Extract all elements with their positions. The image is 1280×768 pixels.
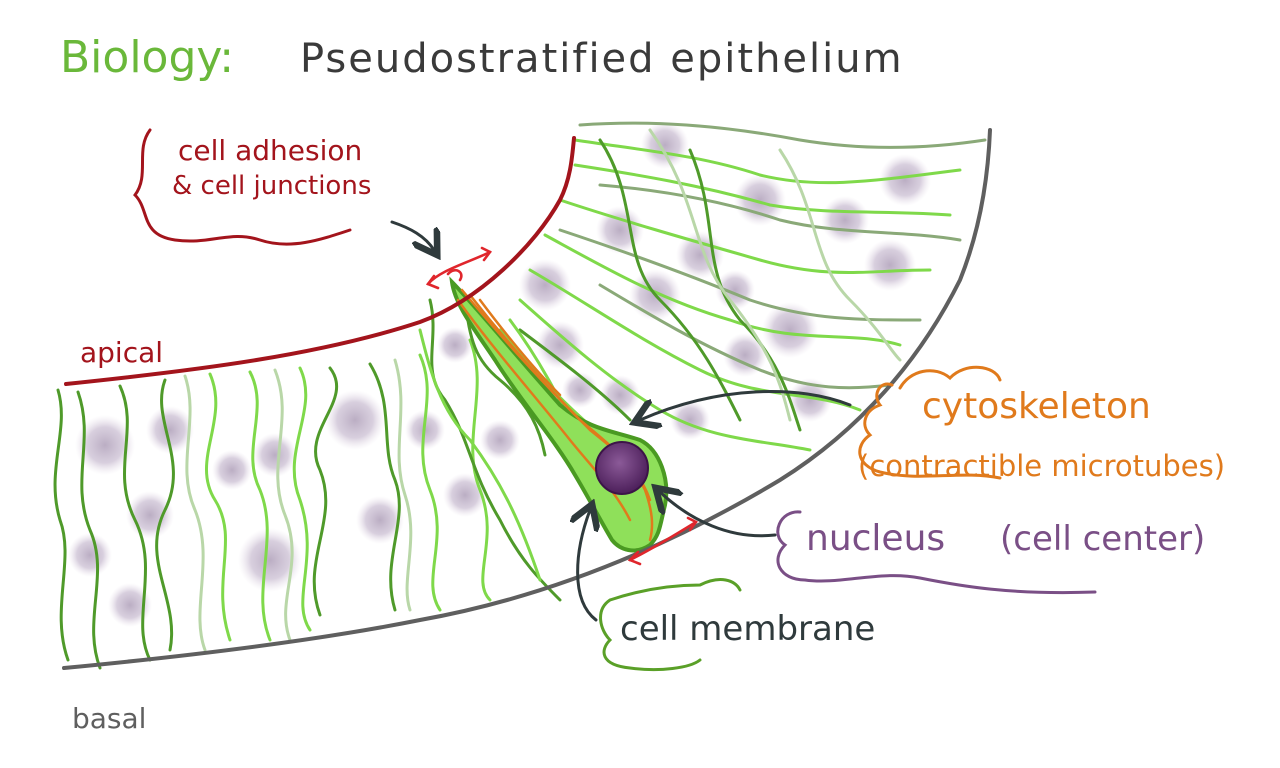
adhesion-label-line2: & cell junctions <box>172 171 371 201</box>
highlighted-cell <box>449 276 669 553</box>
tissue-nucleus <box>437 327 473 363</box>
basal-label: basal <box>72 702 146 735</box>
cytoskeleton-bracket <box>858 382 1002 480</box>
cytoskeleton-note: (contractible microtubes) <box>858 449 1225 483</box>
nucleus-label: nucleus <box>806 518 945 559</box>
cell-membrane-label: cell membrane <box>620 609 875 649</box>
tissue-nucleus <box>723 333 767 377</box>
basal-junction-marker <box>627 516 698 566</box>
title-subject: Biology: <box>60 32 234 83</box>
tissue-nucleus <box>356 496 404 544</box>
tissue-nucleus <box>75 415 135 475</box>
apical-surface-line <box>64 136 576 386</box>
tissue-nucleus <box>734 174 786 226</box>
membrane-arrow <box>578 510 596 622</box>
apical-junction-marker <box>425 246 492 290</box>
title-topic: Pseudostratified epithelium <box>300 36 904 82</box>
cell-nucleus <box>595 441 649 495</box>
tissue-nucleus <box>715 270 755 310</box>
basal-surface-line <box>62 128 992 670</box>
tissue-nucleus <box>879 154 931 206</box>
tissue-nucleus <box>480 420 520 460</box>
background-nuclei <box>68 121 931 627</box>
nucleus-bracket <box>776 510 1097 595</box>
nucleus-arrow <box>660 492 777 538</box>
apical-label: apical <box>80 336 163 369</box>
adhesion-bracket <box>133 128 352 246</box>
membrane-bracket <box>599 578 742 672</box>
nucleus-note: (cell center) <box>1000 519 1205 559</box>
tissue-nucleus <box>788 378 832 422</box>
tissue-nucleus <box>443 473 487 517</box>
adhesion-label-line1: cell adhesion <box>178 134 362 167</box>
pointer-arrows <box>390 220 852 622</box>
tissue-nucleus <box>519 259 571 311</box>
tissue-nucleus <box>641 121 689 169</box>
tissue-nucleus <box>108 583 152 627</box>
tissue-nucleus <box>536 321 584 369</box>
adhesion-arrow <box>390 220 434 250</box>
tissue-nucleus <box>325 390 385 450</box>
tissue-nucleus <box>212 450 252 490</box>
cytoskeleton-cloud <box>898 365 1002 390</box>
cytoskeleton-label: cytoskeleton <box>922 386 1151 427</box>
tissue-nucleus <box>864 239 916 291</box>
tissue-nucleus <box>762 302 818 358</box>
tissue-nucleus <box>238 528 302 592</box>
tissue-nucleus <box>253 433 297 477</box>
tissue-nucleus <box>68 533 112 577</box>
tissue-nucleus <box>821 196 869 244</box>
tissue-nucleus <box>670 400 710 440</box>
tissue-nucleus <box>146 406 194 454</box>
tissue-nucleus <box>562 372 598 408</box>
cytoskeleton-arrow <box>640 390 852 420</box>
